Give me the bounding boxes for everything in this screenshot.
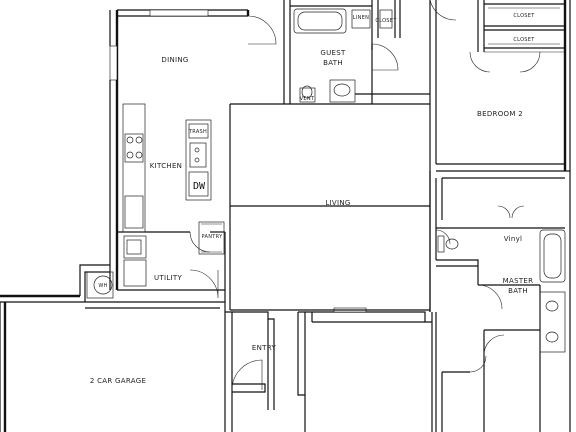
drain-icon: [194, 147, 200, 153]
bedroom-closets: [488, 7, 560, 45]
master-tub-basin: [543, 233, 562, 279]
room-labels: DINING KITCHEN TRASH DW PANTRY UTILITY W…: [90, 13, 535, 385]
sink-icon: [545, 300, 559, 312]
living-label: LIVING: [325, 199, 350, 207]
entry-label: ENTRY: [252, 344, 277, 352]
water-heater-box: [86, 271, 114, 299]
dining-label: DINING: [161, 56, 188, 64]
vinyl-label: Vinyl: [504, 235, 523, 243]
bedroom2-label: BEDROOM 2: [477, 110, 523, 118]
guest-bath-fixtures: [293, 8, 393, 103]
washer: [123, 235, 147, 259]
closet-shelf: [379, 9, 393, 29]
kitchen-fixtures: [86, 103, 225, 299]
door-swing: [231, 359, 263, 391]
toilet-tank: [437, 235, 445, 253]
double-door-swing: [497, 205, 525, 219]
refrigerator: [124, 195, 144, 229]
door-swing: [189, 269, 219, 299]
master-bath-label-line1: MASTER: [503, 277, 534, 285]
kitchen-island: [185, 119, 212, 201]
master-bathtub: [539, 229, 566, 283]
master-bath-label-line2: BATH: [508, 287, 528, 295]
stove-burner-icon: [126, 136, 134, 144]
door-swing: [247, 15, 277, 45]
door-swing: [519, 51, 541, 73]
door-swing: [469, 51, 491, 73]
pantry-box: [198, 221, 225, 255]
dishwasher: [188, 171, 209, 197]
stove-burner-icon: [135, 136, 143, 144]
washer-drum: [126, 239, 142, 255]
bathtub-basin: [297, 11, 343, 31]
water-heater-label: WH: [98, 283, 107, 289]
door-swing: [429, 0, 457, 21]
stove-burner-icon: [135, 151, 143, 159]
toilet-icon: [301, 85, 313, 99]
door-swing: [469, 355, 487, 373]
kitchen-counter: [122, 103, 146, 233]
door-swing: [189, 231, 211, 253]
dining-top-window: [149, 9, 209, 17]
sink-icon: [333, 83, 351, 97]
sink-icon: [545, 331, 559, 343]
door-swing: [477, 284, 503, 310]
closet-label: CLOSET: [375, 18, 397, 24]
sink-icon: [189, 142, 207, 168]
utility-label: UTILITY: [154, 274, 183, 282]
vanity: [329, 79, 356, 103]
water-heater-icon: [93, 275, 113, 295]
kitchen-label: KITCHEN: [150, 162, 182, 170]
dishwasher-label: DW: [193, 181, 206, 192]
master-vanity: [539, 291, 566, 353]
door-swing: [371, 43, 399, 71]
linen-label: LINEN: [353, 15, 369, 21]
door-swing: [435, 229, 451, 245]
closet-top-label: CLOSET: [513, 13, 535, 19]
drain-icon: [194, 157, 200, 163]
range: [124, 133, 144, 163]
master-bath-fixtures: [437, 229, 566, 353]
guest-bath-label-line1: GUEST: [320, 49, 346, 57]
closet-bottom-label: CLOSET: [513, 37, 535, 43]
dryer: [123, 259, 147, 287]
toilet-tank: [299, 87, 316, 103]
vent-label: VENT: [300, 96, 315, 102]
dining-window: [109, 45, 118, 81]
door-swing: [483, 334, 505, 356]
bathtub: [293, 8, 347, 34]
linen-closet: [351, 9, 371, 29]
toilet-icon: [445, 238, 459, 250]
door-swings: [189, 0, 541, 391]
trash-label: TRASH: [188, 129, 207, 135]
garage-label: 2 CAR GARAGE: [90, 377, 146, 385]
pantry-label: PANTRY: [202, 234, 224, 240]
trash-bin: [188, 123, 209, 139]
guest-bath-label-line2: BATH: [323, 59, 343, 67]
stove-burner-icon: [126, 151, 134, 159]
